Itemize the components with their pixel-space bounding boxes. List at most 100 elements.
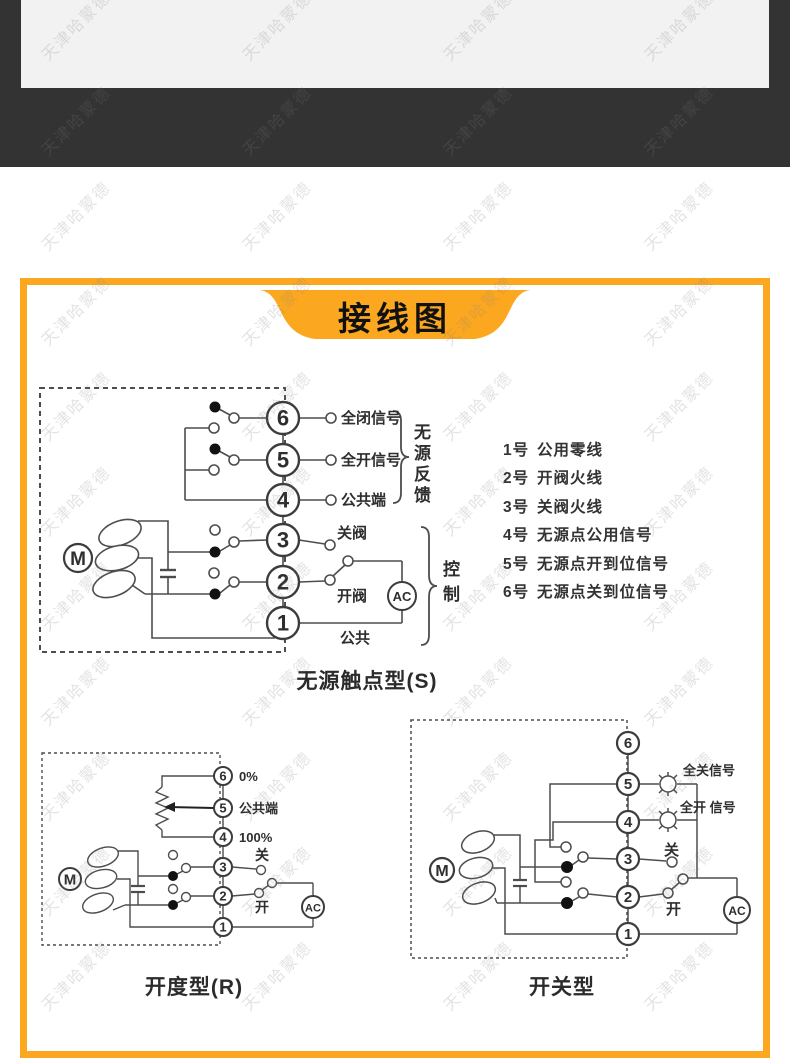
terminal-number: 2 — [219, 889, 226, 904]
terminal-number: 3 — [277, 528, 289, 553]
caption-passive-contact: 无源触点型(S) — [296, 670, 438, 693]
capacitor-symbol — [131, 876, 145, 905]
legend-item: 2号 开阀火线 — [503, 466, 669, 494]
terminal-number: 1 — [277, 611, 289, 636]
motor-label: M — [64, 872, 77, 889]
label-full-close-signal: 全闭信号 — [340, 409, 401, 427]
terminal-circles — [615, 730, 641, 947]
ac-power-symbol — [301, 895, 325, 919]
terminal-number: 4 — [277, 488, 290, 513]
label-full-open-signal: 全开信号 — [340, 451, 401, 469]
terminal-circles — [213, 766, 233, 937]
capacitor-symbol — [160, 552, 176, 594]
feedback-group-label: 无源反馈 — [411, 423, 430, 507]
terminal-number: 5 — [277, 448, 289, 473]
closed-contact-dots — [168, 871, 178, 910]
legend-number: 5号 — [503, 555, 530, 573]
watermark-text: 天津哈蒙德 — [641, 178, 718, 255]
watermark-text: 天津哈蒙德 — [440, 178, 517, 255]
actuator-body-outline — [410, 719, 628, 959]
watermark-text: 天津哈蒙德 — [239, 178, 316, 255]
label-close: 关 — [255, 847, 269, 863]
caption-switch-type: 开关型 — [529, 976, 595, 999]
watermark-text: 天津哈蒙德 — [38, 178, 115, 255]
terminal-number: 5 — [219, 801, 226, 816]
lamp-symbols — [658, 772, 678, 832]
motor-winding-loops — [81, 846, 120, 914]
legend-item: 5号 无源点开到位信号 — [503, 552, 669, 580]
terminal-number: 3 — [624, 851, 632, 868]
ac-label: AC — [305, 903, 321, 915]
control-group-brace — [420, 526, 438, 646]
capacitor-symbol — [513, 867, 527, 903]
legend-number: 6号 — [503, 583, 530, 601]
label-full-open-signal: 全开 信号 — [679, 800, 736, 815]
legend-text: 无源点开到位信号 — [537, 555, 670, 573]
feedback-group-brace — [392, 410, 410, 504]
terminal-number: 2 — [624, 889, 632, 906]
caption-opening-degree: 开度型(R) — [144, 976, 244, 999]
control-group-label: 控制 — [440, 560, 459, 610]
label-open-valve: 开阀 — [337, 587, 367, 605]
terminal-number: 6 — [219, 769, 226, 784]
top-dark-band — [0, 0, 790, 167]
terminal-number: 3 — [219, 860, 226, 875]
ac-label: AC — [728, 904, 746, 918]
motor-winding-loops — [92, 518, 142, 599]
label-close-valve: 关阀 — [337, 524, 367, 542]
motor-symbol — [62, 542, 94, 574]
label-common-terminal: 公共端 — [239, 801, 278, 816]
terminal-number: 5 — [624, 776, 632, 793]
motor-winding-loops — [458, 830, 497, 905]
terminal-number: 4 — [624, 814, 633, 831]
legend-number: 3号 — [503, 498, 530, 516]
terminal-number: 1 — [219, 920, 226, 935]
legend-text: 开阀火线 — [537, 470, 604, 488]
diagram-passive-contact: 6 5 4 3 2 1 M AC 全闭信号 全开信号 公共端 关阀 开阀 公共 — [39, 387, 438, 653]
label-open: 开 — [666, 901, 681, 918]
legend-number: 2号 — [503, 470, 530, 488]
legend-text: 无源点公用信号 — [537, 527, 653, 545]
legend-text: 无源点关到位信号 — [537, 583, 670, 601]
legend-text: 公用零线 — [537, 442, 604, 459]
title-banner: 接线图 — [260, 290, 530, 342]
label-open: 开 — [255, 899, 269, 915]
closed-contact-dots — [561, 861, 573, 909]
terminal-number: 2 — [277, 570, 289, 595]
terminal-number: 6 — [277, 406, 289, 431]
legend-text: 关阀火线 — [537, 498, 604, 516]
ac-power-symbol — [723, 896, 751, 924]
label-close: 关 — [664, 841, 679, 859]
wiring-diagram-card: 接线图 — [20, 278, 770, 1058]
actuator-body-outline — [41, 752, 221, 946]
legend-number: 1号 — [503, 442, 530, 459]
banner-ribbon-shape — [260, 290, 530, 339]
potentiometer-symbol — [154, 786, 170, 831]
terminal-number: 1 — [624, 926, 632, 943]
motor-symbol — [58, 867, 82, 891]
legend-item: 1号 公用零线 — [503, 438, 669, 466]
legend-number: 4号 — [503, 527, 530, 545]
closed-contact-dots — [209, 401, 221, 600]
terminal-number: 6 — [624, 735, 632, 752]
label-full-close-signal: 全关信号 — [682, 763, 735, 778]
legend-item: 6号 无源点关到位信号 — [503, 580, 669, 608]
actuator-body-outline — [39, 387, 286, 653]
terminal-legend: 1号 公用零线 2号 开阀火线 3号 关阀火线 4号 无源点公用信号 5号 无源… — [503, 438, 669, 608]
label-0-percent: 0% — [239, 769, 258, 784]
motor-symbol — [428, 856, 456, 884]
label-common: 公共 — [340, 630, 370, 647]
diagram-opening-degree: 6 5 4 3 2 1 M AC 0% 公共端 100% 关 开 — [41, 752, 325, 946]
motor-label: M — [70, 549, 86, 570]
legend-item: 3号 关阀火线 — [503, 495, 669, 523]
terminal-circles — [265, 400, 301, 641]
diagram-switch-type: 6 5 4 3 2 1 M AC 全关信号 全开 信号 关 开 — [410, 719, 751, 959]
wiper-arrowhead — [164, 802, 175, 812]
terminal-number: 4 — [219, 830, 227, 845]
motor-label: M — [435, 863, 448, 880]
page-title: 接线图 — [338, 300, 452, 337]
top-light-panel — [21, 0, 769, 88]
ac-power-symbol — [387, 581, 417, 611]
ac-label: AC — [393, 589, 412, 604]
